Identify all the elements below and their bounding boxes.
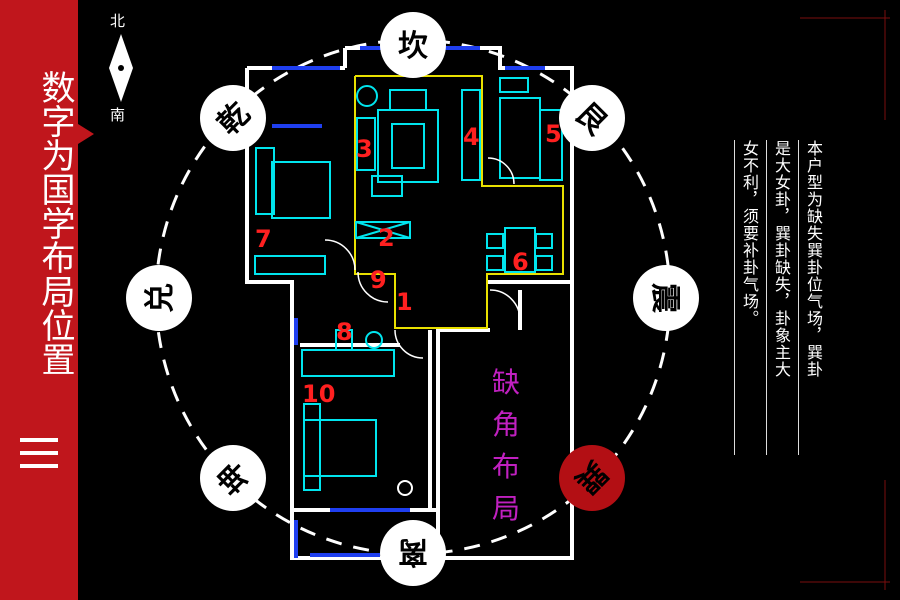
note-text-2: 是大女卦，巽卦缺失，卦象主大 <box>772 140 791 378</box>
room-2: 2 <box>378 224 395 252</box>
note-column-3: 女不利，须要补卦气场。 <box>734 140 759 455</box>
doors <box>324 157 521 359</box>
room-numbers: 1 2 3 4 5 6 7 8 9 10 <box>255 120 562 408</box>
trigram-li: 离 <box>398 534 428 569</box>
room-1: 1 <box>396 288 413 316</box>
sidebar: 数字为国学布局位置 <box>0 0 78 600</box>
compass-north-label: 北 <box>110 12 126 30</box>
note-column-2: 是大女卦，巽卦缺失，卦象主大 <box>766 140 791 455</box>
compass-south-label: 南 <box>110 106 126 124</box>
missing-corner-char-3: 布 <box>492 450 520 483</box>
note-text-3: 女不利，须要补卦气场。 <box>740 140 759 327</box>
trigram-gen-badge: 艮 <box>559 85 625 151</box>
sidebar-pointer <box>78 124 94 144</box>
trigram-dui-badge: 兑 <box>126 265 192 331</box>
centre-zone-outline <box>354 75 564 329</box>
decorative-corner-lines <box>800 10 890 590</box>
room-3: 3 <box>356 135 373 163</box>
missing-corner-char-1: 缺 <box>492 366 520 399</box>
trigram-kun-badge: 坤 <box>200 445 266 511</box>
sidebar-title: 数字为国学布局位置 <box>35 70 75 376</box>
trigram-li-badge: 离 <box>380 520 446 586</box>
windows <box>272 46 545 558</box>
trigram-dui: 兑 <box>143 283 178 313</box>
trigram-zhen-badge: 震 <box>633 265 699 331</box>
missing-corner-char-2: 角 <box>492 408 520 441</box>
trigram-kan: 坎 <box>398 29 428 64</box>
room-4: 4 <box>463 123 480 151</box>
note-text-1: 本户型为缺失巽卦位气场，巽卦 <box>804 140 823 378</box>
trigram-qian-badge: 乾 <box>200 85 266 151</box>
compass-needle-icon <box>109 34 133 102</box>
trigram-xun-badge: 巽 <box>559 445 625 511</box>
note-column-1: 本户型为缺失巽卦位气场，巽卦 <box>798 140 823 455</box>
furniture <box>254 77 563 496</box>
room-9: 9 <box>370 266 387 294</box>
missing-corner-char-4: 局 <box>492 492 520 525</box>
room-5: 5 <box>545 120 562 148</box>
room-10: 10 <box>302 380 335 408</box>
room-6: 6 <box>512 248 529 276</box>
missing-corner-label: 缺 角 布 局 <box>492 366 520 525</box>
triple-line-icon <box>20 438 58 477</box>
room-7: 7 <box>255 225 272 253</box>
room-8: 8 <box>336 318 353 346</box>
trigram-zhen: 震 <box>647 283 682 314</box>
trigram-kan-badge: 坎 <box>380 12 446 78</box>
